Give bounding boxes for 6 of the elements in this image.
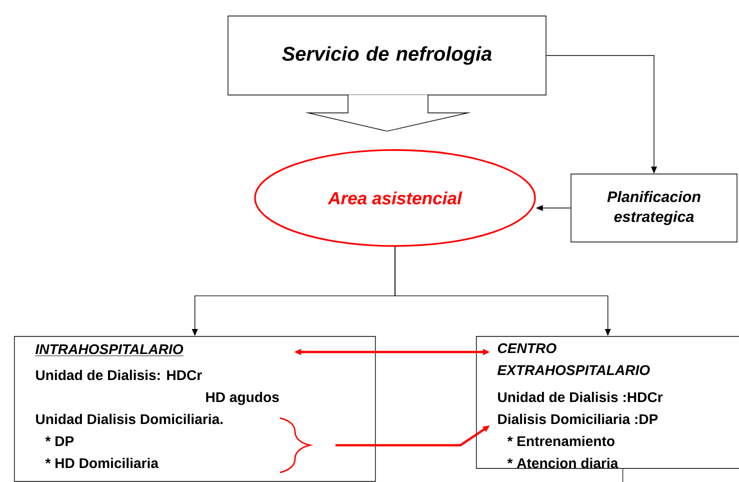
title-box: Servicio de nefrologia — [228, 16, 546, 96]
brace — [280, 417, 311, 474]
ellipse-node: Area asistencial — [254, 149, 536, 247]
text-box: INTRAHOSPITALARIO Unidad de Dialisis: HDCr HD agudos Unidad Dialisis Domiciliaria. * DP * HD Domiciliaria — [14, 336, 376, 482]
process-box: Planificacion estrategica — [570, 174, 738, 242]
arrow — [304, 94, 472, 132]
